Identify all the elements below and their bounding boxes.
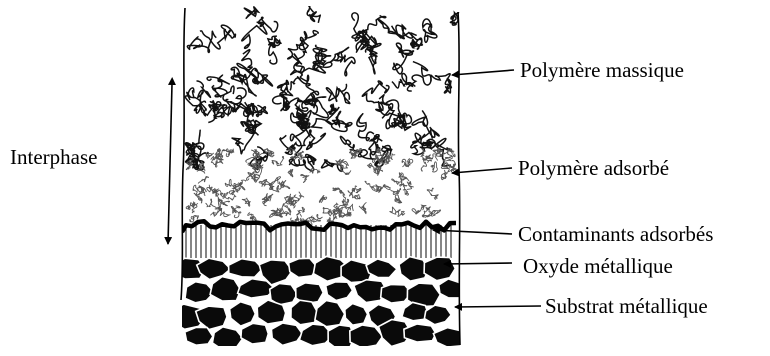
bulk-polymer-chain: [392, 73, 415, 88]
adsorbed-polymer-chain: [431, 162, 437, 172]
bulk-polymer-chain: [407, 62, 431, 91]
adsorbed-polymer-chain: [407, 181, 414, 189]
bulk-polymer-chain: [207, 75, 229, 88]
adsorbed-polymer-chain: [242, 198, 250, 206]
bulk-polymer-label: Polymère massique: [520, 58, 684, 82]
adsorbed-polymer-chain: [427, 188, 438, 199]
adsorbed-polymer-chain: [402, 159, 413, 167]
adsorbed-polymer-chain: [224, 190, 235, 200]
bulk-polymer-chain: [423, 19, 437, 42]
adsorbed-polymer-chain: [291, 216, 301, 222]
substrate-grain: [404, 324, 436, 342]
adsorbed-polymer-chain: [365, 181, 379, 191]
material-stack: [170, 4, 468, 351]
adsorbed-polymer-chain: [399, 173, 409, 183]
bulk-polymer-chain: [431, 74, 451, 93]
stack-left-border: [181, 8, 185, 300]
adsorbed-polymer-chain: [198, 176, 208, 183]
bulk-polymer-chain: [410, 33, 422, 49]
adsorbed-contaminants-layer: [182, 221, 456, 232]
metal-oxide-label: Oxyde métallique: [523, 254, 673, 278]
bulk-polymer-chain: [332, 111, 352, 131]
adsorbed-polymer-chain: [381, 185, 390, 190]
bulk-polymer-chain: [292, 40, 308, 64]
substrate-grain: [291, 300, 318, 325]
adsorbed-polymer-chain: [395, 195, 402, 203]
adsorbed-polymer-chain: [248, 213, 257, 222]
bulk-polymer-chain: [288, 31, 319, 59]
adsorbed-polymer-chain: [340, 190, 349, 205]
bulk-polymer-chain: [378, 19, 412, 38]
bulk-polymer-arrow: [452, 70, 514, 75]
adsorbed-polymer-chain: [391, 188, 401, 194]
bulk-polymer-chain: [357, 114, 374, 141]
bulk-polymer-chain: [200, 25, 236, 49]
adsorbed-polymer-chain: [207, 187, 222, 201]
adsorbed-polymer-chain: [297, 207, 305, 216]
substrate-grain: [185, 327, 213, 345]
adsorbed-polymer-chain: [284, 206, 291, 216]
adsorbed-polymer-chain: [288, 169, 293, 177]
adsorbed-polymer-chain: [323, 207, 332, 213]
interphase-label: Interphase: [10, 145, 97, 169]
bulk-polymer-chain: [393, 43, 414, 74]
adsorbed-polymer-chain: [390, 207, 405, 216]
metal-substrate-label: Substrat métallique: [545, 294, 708, 318]
bulk-polymer-chain: [362, 81, 389, 111]
bulk-polymer-chain: [244, 7, 258, 18]
adsorbed-polymer-chain: [186, 202, 193, 210]
adsorbed-polymer-chain: [226, 149, 234, 157]
interphase-arrow: [168, 84, 172, 244]
bulk-polymer-chain: [268, 36, 281, 64]
adsorbed-polymer-chain: [231, 206, 241, 218]
adsorbed-polymer-chain: [319, 195, 326, 202]
adsorbed-polymer-chain: [194, 191, 202, 203]
bulk-polymer-layer: [185, 4, 458, 172]
substrate-grain: [439, 279, 466, 298]
adsorbed-polymer-chain: [441, 170, 447, 179]
adsorbed-polymer-chain: [199, 186, 206, 196]
metal-substrate-layer: [170, 256, 468, 350]
adsorbed-polymer-chain: [392, 179, 407, 186]
adsorbed-polymer-chain: [272, 156, 284, 165]
bulk-polymer-chain: [366, 47, 377, 74]
adsorbed-polymer-chain: [235, 185, 240, 192]
bulk-polymer-chain: [244, 103, 255, 121]
adsorbed-polymer-chain: [301, 174, 309, 182]
adsorbed-polymer-chain: [310, 168, 320, 173]
metal-oxide-arrow: [444, 263, 512, 264]
adsorbed-polymer-label: Polymère adsorbé: [518, 156, 669, 180]
bulk-polymer-chain: [307, 4, 320, 23]
adsorbed-contaminants-label: Contaminants adsorbés: [518, 222, 713, 246]
substrate-grain: [289, 258, 318, 277]
bulk-polymer-chain: [330, 47, 355, 75]
adsorbed-polymer-chain: [349, 186, 357, 196]
bulk-polymer-chain: [326, 84, 349, 104]
adsorbed-polymer-arrow: [452, 168, 512, 173]
adsorbed-polymer-chain: [359, 203, 366, 214]
adsorbed-polymer-chain: [342, 208, 351, 217]
bulk-polymer-chain: [197, 81, 211, 113]
adsorbed-polymer-chain: [412, 205, 426, 214]
metal-substrate-arrow: [455, 306, 541, 307]
adsorbed-polymer-layer: [186, 148, 456, 226]
adsorbed-polymer-chain: [333, 188, 341, 191]
adsorbed-polymer-chain: [327, 214, 337, 222]
adsorbed-polymer-chain: [449, 160, 457, 171]
